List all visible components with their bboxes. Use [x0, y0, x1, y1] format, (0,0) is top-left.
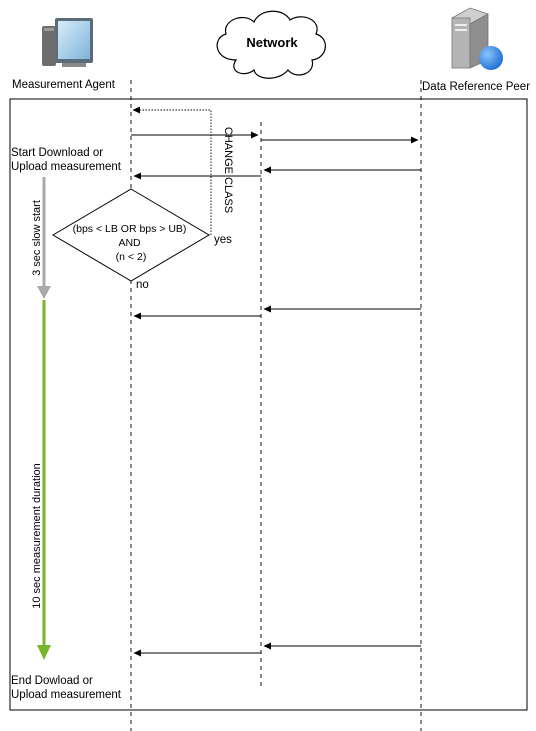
- decision-yes-label: yes: [214, 234, 232, 246]
- decision-no-label: no: [136, 279, 149, 291]
- end-label-line-2: Upload measurement: [11, 689, 121, 701]
- cloud-icon: [216, 10, 326, 79]
- peer-label: Data Reference Peer: [422, 81, 531, 93]
- end-label-line-1: End Dowload or: [11, 675, 93, 687]
- start-label-line-2: Upload measurement: [11, 161, 121, 173]
- change-class-label: CHANGE CLASS: [222, 127, 234, 213]
- slow-start-label: 3 sec slow start: [31, 200, 43, 276]
- start-label-line-1: Start Download or: [11, 147, 104, 159]
- agent-label: Measurement Agent: [12, 79, 115, 91]
- decision-line-2: AND: [118, 237, 141, 249]
- slow-start-arrow: [37, 177, 51, 299]
- decision-diamond: [52, 188, 210, 282]
- measurement-duration-label: 10 sec measurement duration: [31, 463, 43, 609]
- svg-text:(bps < LB OR bps > UB) AND: (bps < LB OR bps > UB) AND (n < 2): [73, 223, 190, 263]
- server-icon: [451, 7, 503, 70]
- computer-icon: [42, 18, 93, 67]
- measurement-duration-arrow: [37, 300, 51, 660]
- network-label: Network: [246, 35, 298, 50]
- decision-line-3: (n < 2): [116, 251, 147, 263]
- decision-line-1: (bps < LB OR bps > UB): [73, 223, 187, 235]
